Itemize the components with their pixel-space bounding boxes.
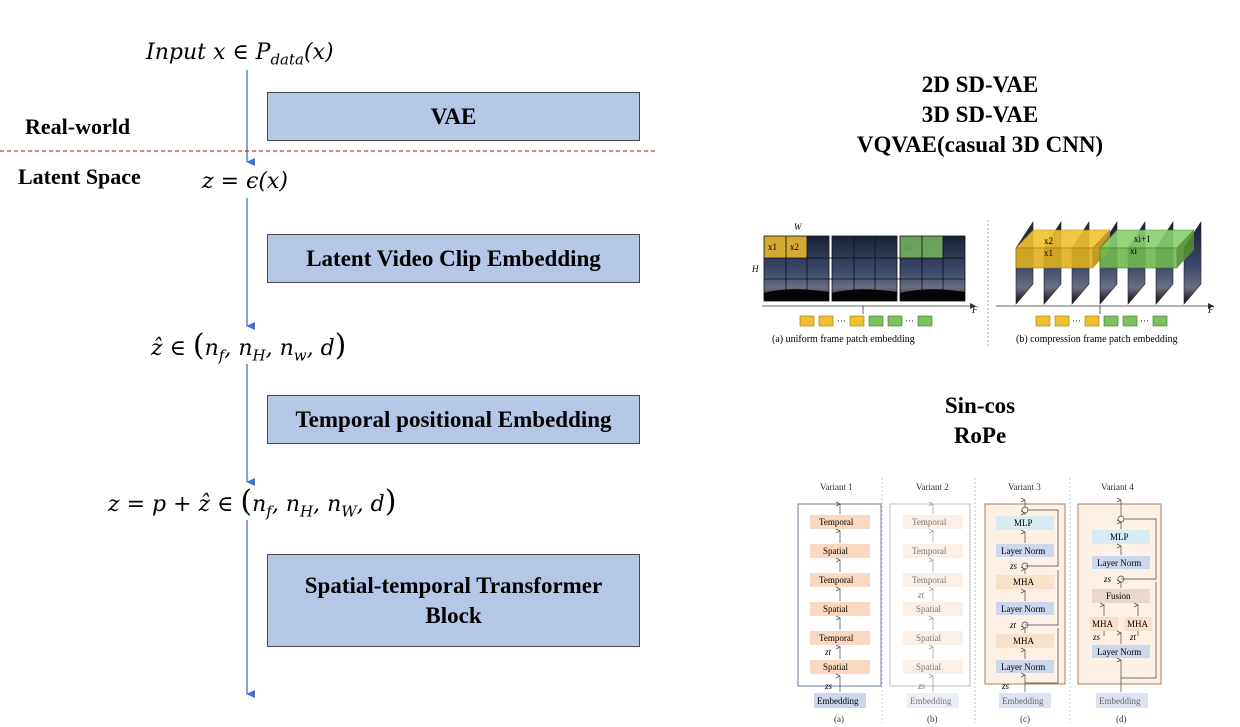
v3-mha-1: MHA <box>1013 636 1035 646</box>
label-xi-b: xi <box>1130 246 1138 256</box>
label-xi1-b: xi+1 <box>1134 234 1151 244</box>
zsum-formula: z = p + ẑ ∈ (nf, nH, nW, d) <box>108 484 397 521</box>
variant-2-caption: (b) <box>927 714 938 724</box>
v2-spatial-3: Spatial <box>916 604 941 614</box>
pos-embed-rope: RoPe <box>953 423 1007 448</box>
latent-clip-embedding-box: Latent Video Clip Embedding <box>267 234 640 283</box>
v2-temporal-2: Temporal <box>912 517 947 527</box>
vae-variant-2d: 2D SD-VAE <box>921 72 1039 97</box>
variant-1: Temporal Spatial Temporal Spatial Tempor… <box>797 504 882 724</box>
v1-spatial-3: Spatial <box>823 546 848 556</box>
patch-embedding-figure: x1 x2 xi W H F ··· ··· (a) uniform frame… <box>751 220 1214 348</box>
v4-zt-right: zt <box>1129 632 1137 642</box>
v2-spatial-1: Spatial <box>916 662 941 672</box>
variant-1-caption: (a) <box>834 714 844 724</box>
zhat-formula: ẑ ∈ (nf, nH, nw, d) <box>151 328 347 365</box>
spatial-temporal-transformer-box: Spatial-temporal Transformer Block <box>267 554 640 647</box>
input-formula: Input x ∈ Pdata(x) <box>146 40 334 69</box>
axis-H: H <box>751 264 759 274</box>
ellipsis-a2: ··· <box>905 316 914 326</box>
label-x1: x1 <box>768 242 777 252</box>
label-xi: xi <box>904 242 912 252</box>
st-block-label-line2: Block <box>425 602 482 628</box>
v2-spatial-2: Spatial <box>916 633 941 643</box>
v4-mha-left: MHA <box>1092 619 1114 629</box>
v3-zt: zt <box>1009 620 1017 630</box>
v3-embedding: Embedding <box>1002 696 1044 706</box>
v1-spatial-2: Spatial <box>823 604 848 614</box>
z-encode-formula: z = ϵ(x) <box>202 169 288 194</box>
v1-temporal-1: Temporal <box>819 633 854 643</box>
variant-1-title: Variant 1 <box>820 482 853 492</box>
vae-variants-title: 2D SD-VAE 3D SD-VAE VQVAE(casual 3D CNN) <box>820 70 1140 160</box>
vae-variant-3d: 3D SD-VAE <box>921 102 1039 127</box>
variant-3: MLP Layer Norm MHA Layer Norm MHA Layer … <box>984 500 1066 708</box>
v3-mha-2: MHA <box>1013 577 1035 587</box>
label-x1-b: x1 <box>1044 248 1053 258</box>
v3-zs-in: zs <box>1001 681 1010 691</box>
uniform-frames <box>763 235 966 302</box>
axis-W: W <box>794 222 803 232</box>
label-x2-b: x2 <box>1044 236 1053 246</box>
pos-embed-sincos: Sin-cos <box>944 393 1016 418</box>
transformer-variants-figure: Variant 1 Variant 2 Variant 3 Variant 4 … <box>797 478 1162 724</box>
token-row-a: ··· ··· <box>799 315 933 327</box>
compression-frames <box>1015 220 1202 305</box>
temporal-positional-embedding-label: Temporal positional Embedding <box>295 406 612 432</box>
v4-embedding: Embedding <box>1099 696 1141 706</box>
ellipsis-b2: ··· <box>1140 316 1149 326</box>
v2-zs: zs <box>917 681 926 691</box>
v1-spatial-1: Spatial <box>823 662 848 672</box>
vae-box-label: VAE <box>430 103 477 129</box>
v4-zs-left: zs <box>1092 632 1101 642</box>
v4-zs: zs <box>1103 574 1112 584</box>
caption-uniform: (a) uniform frame patch embedding <box>772 334 915 345</box>
v1-zt: zt <box>824 647 832 657</box>
variant-2: Temporal Temporal Temporal Spatial Spati… <box>889 504 971 708</box>
st-block-label-line1: Spatial-temporal Transformer <box>304 572 603 598</box>
v3-mlp: MLP <box>1014 518 1033 528</box>
token-row-b: ··· ··· <box>1035 315 1168 327</box>
v2-zt: zt <box>917 590 925 600</box>
v2-temporal-1: Temporal <box>912 575 947 585</box>
variant-3-title: Variant 3 <box>1008 482 1041 492</box>
label-x2: x2 <box>790 242 799 252</box>
v3-layer-norm-1: Layer Norm <box>1001 662 1045 672</box>
v1-embedding: Embedding <box>817 696 859 706</box>
positional-embedding-title: Sin-cos RoPe <box>880 391 1080 451</box>
v4-fusion: Fusion <box>1106 591 1131 601</box>
temporal-positional-embedding-box: Temporal positional Embedding <box>267 395 640 444</box>
variant-4-caption: (d) <box>1116 714 1127 724</box>
v1-temporal-2: Temporal <box>819 575 854 585</box>
variant-4-title: Variant 4 <box>1101 482 1134 492</box>
real-world-label: Real-world <box>25 114 131 139</box>
v3-zs: zs <box>1009 561 1018 571</box>
ellipsis-a1: ··· <box>837 316 846 326</box>
variant-2-title: Variant 2 <box>916 482 949 492</box>
caption-compression: (b) compression frame patch embedding <box>1016 334 1178 345</box>
v4-layer-norm-1: Layer Norm <box>1097 647 1141 657</box>
v4-mlp: MLP <box>1110 532 1129 542</box>
axis-F-b: F <box>1207 305 1214 315</box>
vae-variant-vqvae: VQVAE(casual 3D CNN) <box>856 132 1104 157</box>
v1-zs: zs <box>824 681 833 691</box>
axis-F-a: F <box>971 305 978 315</box>
vae-box: VAE <box>267 92 640 141</box>
v4-layer-norm-2: Layer Norm <box>1097 558 1141 568</box>
v3-layer-norm-3: Layer Norm <box>1001 546 1045 556</box>
v4-mha-right: MHA <box>1127 619 1149 629</box>
latent-clip-embedding-label: Latent Video Clip Embedding <box>306 245 601 271</box>
pipeline-arrows <box>0 70 655 698</box>
v2-temporal-1b: Temporal <box>912 546 947 556</box>
variant-3-caption: (c) <box>1020 714 1030 724</box>
v1-temporal-3: Temporal <box>819 517 854 527</box>
variant-4: MLP Layer Norm Fusion MHA MHA Layer Norm… <box>1077 500 1162 708</box>
latent-space-label: Latent Space <box>18 164 141 189</box>
v2-embedding: Embedding <box>910 696 952 706</box>
ellipsis-b1: ··· <box>1072 316 1081 326</box>
v3-layer-norm-2: Layer Norm <box>1001 604 1045 614</box>
